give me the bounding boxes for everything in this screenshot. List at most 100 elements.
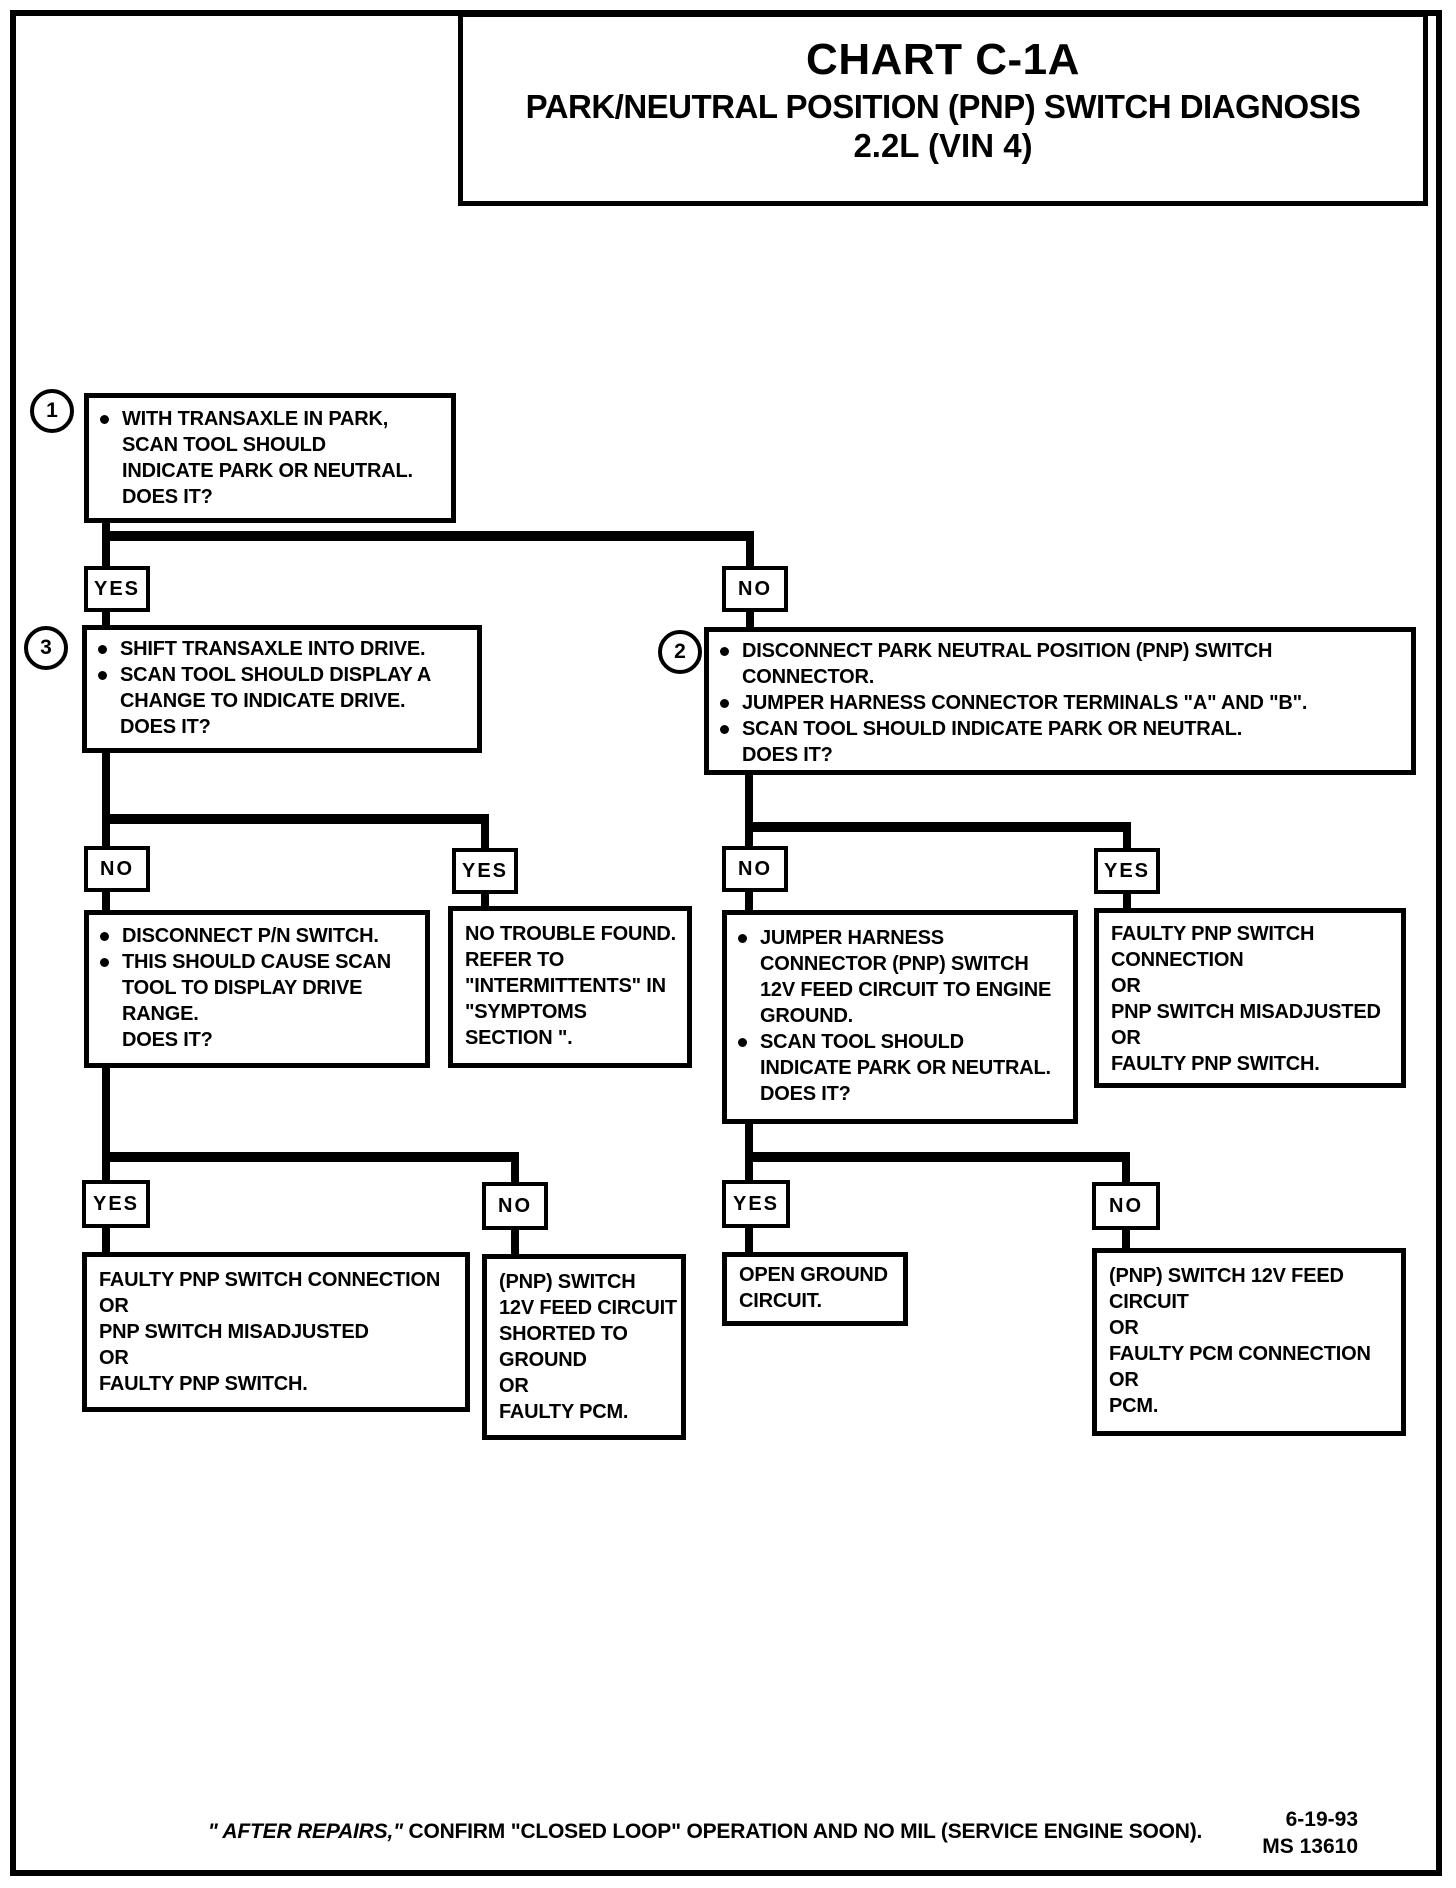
bullet-icon: [738, 1038, 747, 1047]
bullet-icon: [98, 645, 107, 654]
branch-label-yes-3: YES: [452, 848, 518, 894]
branch-label-yes-1: YES: [84, 566, 150, 612]
box-line: 12V FEED CIRCUIT TO ENGINE: [727, 977, 1073, 1003]
box-line: NO TROUBLE FOUND.: [453, 921, 687, 947]
connector-line: [745, 1152, 1130, 1162]
box-line: OR: [1097, 1315, 1401, 1341]
box-line-text: PNP SWITCH MISADJUSTED: [99, 1321, 369, 1343]
bullet-icon: [100, 958, 109, 967]
box-line-text: OR: [99, 1295, 129, 1317]
box-line: SHIFT TRANSAXLE INTO DRIVE.: [87, 636, 477, 662]
box-line: OR: [87, 1293, 465, 1319]
branch-label-no-3: NO: [84, 846, 150, 892]
branch-label-no-4: NO: [482, 1182, 548, 1230]
box-line: FAULTY PNP SWITCH.: [87, 1371, 465, 1397]
branch-label-no-1: NO: [722, 566, 788, 612]
box-line: FAULTY PNP SWITCH CONNECTION: [87, 1267, 465, 1293]
connector-line: [1122, 1230, 1130, 1250]
box-line: DOES IT?: [89, 1027, 425, 1053]
terminal-box-open-ground: OPEN GROUND CIRCUIT.: [722, 1252, 908, 1326]
box-line-text: SECTION ".: [465, 1027, 573, 1049]
box-line-text: WITH TRANSAXLE IN PARK,: [122, 408, 389, 430]
box-line: THIS SHOULD CAUSE SCAN: [89, 949, 425, 975]
box-line-text: GROUND.: [760, 1005, 854, 1027]
connector-line: [1122, 1152, 1130, 1184]
box-line-text: RANGE.: [122, 1003, 199, 1025]
bullet-icon: [720, 647, 729, 656]
connector-line: [102, 612, 110, 629]
box-line-text: DOES IT?: [122, 1029, 213, 1051]
bullet-icon: [720, 699, 729, 708]
box-line: FAULTY PNP SWITCH.: [1099, 1051, 1401, 1077]
box-line-text: 12V FEED CIRCUIT TO ENGINE: [760, 979, 1052, 1001]
box-line: CONNECTOR.: [709, 664, 1411, 690]
box-line-text: SHIFT TRANSAXLE INTO DRIVE.: [120, 638, 426, 660]
box-line: OR: [1099, 973, 1401, 999]
box-line: DOES IT?: [87, 714, 477, 740]
box-line: SCAN TOOL SHOULD: [727, 1029, 1073, 1055]
box-line: DOES IT?: [727, 1081, 1073, 1107]
box-line-text: (PNP) SWITCH 12V FEED: [1109, 1265, 1344, 1287]
box-line: OR: [487, 1373, 681, 1399]
branch-label-no-2: NO: [722, 846, 788, 892]
branch-label-text: NO: [498, 1194, 532, 1217]
decision-box-1: WITH TRANSAXLE IN PARK, SCAN TOOL SHOULD…: [84, 393, 456, 523]
box-line-text: OR: [1109, 1317, 1139, 1339]
connector-line: [102, 1152, 519, 1162]
branch-label-text: YES: [93, 577, 141, 600]
bullet-icon: [720, 725, 729, 734]
box-line: JUMPER HARNESS CONNECTOR TERMINALS "A" A…: [709, 690, 1411, 716]
bullet-icon: [100, 932, 109, 941]
box-line: "INTERMITTENTS" IN: [453, 973, 687, 999]
branch-label-yes-2: YES: [1094, 848, 1160, 894]
connector-line: [745, 775, 753, 848]
chart-engine-label: 2.2L (VIN 4): [853, 127, 1033, 164]
connector-line: [102, 892, 110, 912]
connector-line: [745, 1228, 753, 1254]
terminal-box-faulty-pnp-right: FAULTY PNP SWITCH CONNECTION OR PNP SWIT…: [1094, 908, 1406, 1088]
box-line-text: CONNECTION: [1111, 949, 1244, 971]
step-number: 3: [40, 636, 52, 659]
box-line-text: "INTERMITTENTS" IN: [465, 975, 666, 997]
box-line-text: JUMPER HARNESS CONNECTOR TERMINALS "A" A…: [742, 692, 1308, 714]
box-line: REFER TO: [453, 947, 687, 973]
box-line-text: "SYMPTOMS: [465, 1001, 587, 1023]
box-line-text: FAULTY PCM CONNECTION: [1109, 1343, 1371, 1365]
box-line: INDICATE PARK OR NEUTRAL.: [89, 458, 451, 484]
box-line-text: FAULTY PCM.: [499, 1401, 629, 1423]
footer-note-italic: " AFTER REPAIRS,": [207, 1820, 403, 1843]
branch-label-text: YES: [92, 1192, 140, 1215]
bullet-icon: [98, 671, 107, 680]
connector-line: [746, 531, 754, 570]
box-line-text: FAULTY PNP SWITCH CONNECTION: [99, 1269, 441, 1291]
step-number: 1: [46, 399, 58, 422]
decision-box-3: SHIFT TRANSAXLE INTO DRIVE. SCAN TOOL SH…: [82, 625, 482, 753]
box-line: (PNP) SWITCH 12V FEED: [1097, 1263, 1401, 1289]
box-line-text: INDICATE PARK OR NEUTRAL.: [760, 1057, 1051, 1079]
bullet-icon: [100, 415, 109, 424]
decision-box-2: DISCONNECT PARK NEUTRAL POSITION (PNP) S…: [704, 627, 1416, 775]
branch-label-text: YES: [1103, 859, 1151, 882]
box-line: SCAN TOOL SHOULD: [89, 432, 451, 458]
connector-line: [746, 612, 754, 631]
box-line-text: OR: [1111, 975, 1141, 997]
box-line-text: DISCONNECT P/N SWITCH.: [122, 925, 379, 947]
box-line: OR: [1099, 1025, 1401, 1051]
box-line: TOOL TO DISPLAY DRIVE: [89, 975, 425, 1001]
branch-label-no-5: NO: [1092, 1182, 1160, 1230]
box-line: JUMPER HARNESS: [727, 925, 1073, 951]
box-line: SCAN TOOL SHOULD DISPLAY A: [87, 662, 477, 688]
branch-label-text: NO: [738, 577, 772, 600]
box-line-text: DOES IT?: [760, 1083, 851, 1105]
box-line-text: TOOL TO DISPLAY DRIVE: [122, 977, 363, 999]
box-line-text: SCAN TOOL SHOULD: [760, 1031, 964, 1053]
connector-line: [102, 531, 754, 541]
step-number: 2: [674, 640, 686, 663]
branch-label-text: NO: [100, 857, 134, 880]
branch-label-text: YES: [461, 859, 509, 882]
box-line: SCAN TOOL SHOULD INDICATE PARK OR NEUTRA…: [709, 716, 1411, 742]
box-line: OPEN GROUND: [727, 1262, 903, 1288]
terminal-box-12v-shorted: (PNP) SWITCH 12V FEED CIRCUIT SHORTED TO…: [482, 1254, 686, 1440]
box-line-text: CIRCUIT: [1109, 1291, 1189, 1313]
